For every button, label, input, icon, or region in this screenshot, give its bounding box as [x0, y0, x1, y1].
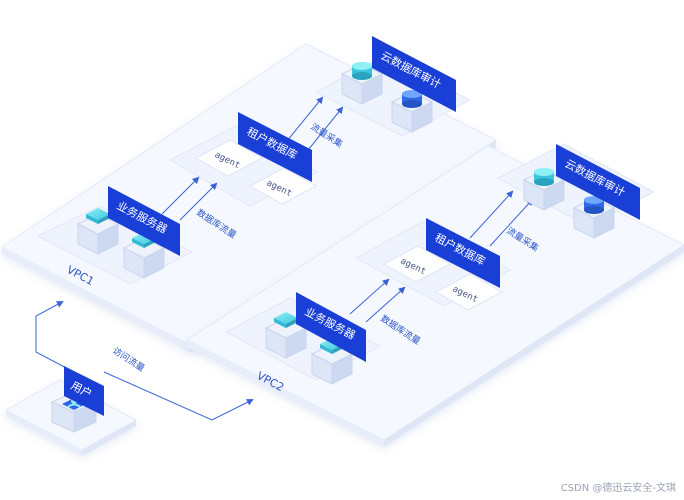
user-tag: 用户 — [64, 366, 104, 416]
vpc1-agent-chip-1: agent — [194, 139, 264, 177]
vpc1-agent-chip-2: agent — [248, 167, 318, 205]
database-icon — [340, 62, 384, 105]
server-icon — [76, 208, 120, 255]
vpc2-agent-chip-2: agent — [434, 273, 504, 311]
access-flow-arrows — [35, 301, 254, 421]
vpc1-flow-arrows — [161, 96, 344, 221]
vpc2-agent-chip-1: agent — [382, 245, 452, 283]
watermark: CSDN @德迅云安全-文琪 — [560, 483, 676, 494]
server-icon — [264, 312, 308, 359]
flow-label-access-traffic: 访问流量 — [110, 344, 147, 374]
server-icon — [122, 232, 166, 279]
vpc2-flow-arrows — [349, 190, 534, 323]
database-icon — [572, 196, 616, 239]
database-icon — [522, 168, 566, 211]
database-icon — [390, 90, 434, 133]
server-icon — [310, 338, 354, 385]
